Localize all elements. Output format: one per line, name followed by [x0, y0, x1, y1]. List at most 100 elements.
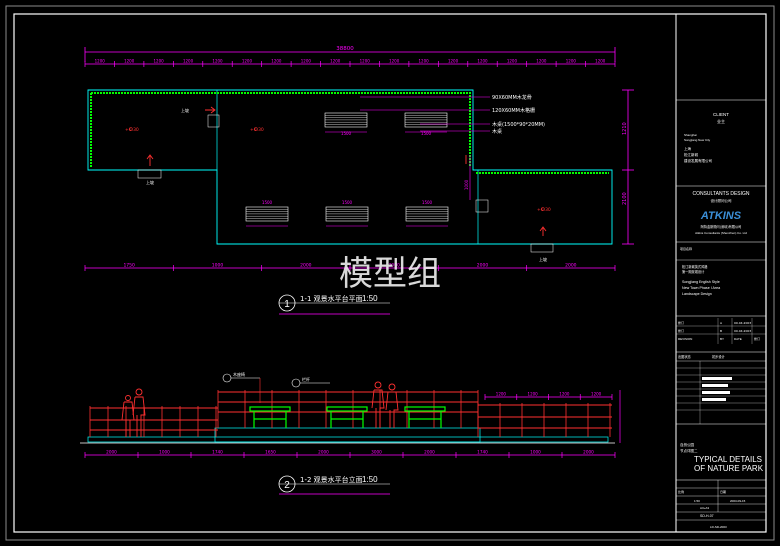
- elevation-railings: [90, 391, 612, 431]
- elev-callout-1: 木座椅: [233, 371, 245, 377]
- plan-table: 1500: [324, 112, 368, 136]
- plan-bottom-dims: 1750 1000 2000 3000 2000 2000: [84, 263, 616, 271]
- plan-railing-north: [90, 92, 471, 167]
- dim-label: 1750: [123, 263, 135, 269]
- plan-tables: 1500 1500 1500 1500 1500: [245, 112, 449, 227]
- dim-label: 2000: [318, 450, 329, 455]
- client-city: Shanghai: [684, 133, 697, 137]
- inner-border: [13, 13, 767, 533]
- dim-label: 1200: [271, 59, 282, 64]
- elev-callout-2: 栏杆: [302, 376, 310, 382]
- drawing-title-cn1: 自然公园: [680, 442, 694, 447]
- slope-arrow-1-icon: [146, 154, 154, 166]
- plan-callout-4: 木桌: [492, 128, 502, 135]
- plan-overall-dim: 38800: [336, 46, 354, 52]
- dim-label: 1200: [301, 59, 312, 64]
- project-en3: Landscape Design: [682, 292, 712, 296]
- rev-header: REVISION: [678, 337, 692, 341]
- dim-label: 2000: [300, 263, 312, 269]
- dim-label: 3000: [371, 450, 382, 455]
- bench-dim: 1500: [342, 200, 353, 205]
- plan-slope-arrows: 上坡 上坡 上坡: [137, 106, 554, 262]
- rev-header: DATE: [734, 337, 742, 341]
- dim-label: 2000: [583, 450, 594, 455]
- dim-label: 1000: [530, 450, 541, 455]
- plan-title-text: 1-1 观景水平台平面: [300, 294, 363, 303]
- plan-table: 1500: [404, 112, 448, 136]
- dim-label: 1200: [559, 392, 570, 397]
- elevation-title-text: 1-2 观景水平台立面: [300, 475, 363, 484]
- scale-value: 1:50: [694, 499, 700, 503]
- plan-title-scale: 1:50: [362, 294, 378, 303]
- dim-label: 1200: [389, 59, 400, 64]
- plan-callout-3: 木桌(1500*90*20MM): [492, 121, 545, 128]
- dim-label: 1200: [242, 59, 253, 64]
- client-cn2: 上海: [684, 146, 692, 151]
- plan-right-dim-3: 2100: [622, 192, 628, 205]
- client-cn: 业主: [717, 118, 725, 124]
- bench-dim: 1500: [422, 200, 433, 205]
- plan-callout-1: 90X60MM木龙骨: [492, 94, 532, 101]
- dim-label: 1650: [265, 450, 276, 455]
- elevation-bench: [404, 406, 446, 428]
- plan-table: 1500: [325, 200, 369, 227]
- rev-cell: 修订: [678, 320, 684, 325]
- dim-label: 3000: [388, 263, 400, 269]
- slope-label-2: 上坡: [181, 107, 189, 113]
- plan-right-dim-1: 1210: [622, 122, 628, 135]
- atkins-logo: ATKINS: [700, 210, 742, 222]
- rev-cell: A: [720, 321, 723, 325]
- bench-dim: 1500: [341, 131, 352, 136]
- plan-levels: +0.30 +0.30 +0.30: [125, 127, 551, 213]
- project-cn1: 松江新城英式风格: [682, 264, 708, 269]
- elevation-benches: [249, 406, 446, 428]
- client-cn3: 松江新城: [684, 152, 698, 157]
- dim-label: 1200: [496, 392, 507, 397]
- dim-label: 1200: [591, 392, 602, 397]
- human-figures: [121, 381, 399, 437]
- dim-label: 1200: [448, 59, 459, 64]
- dim-label: 1740: [477, 450, 488, 455]
- platform-outline: [87, 89, 613, 245]
- dim-label: 1200: [477, 59, 488, 64]
- client-name: Songjiang New City: [684, 138, 711, 142]
- dim-label: 1200: [212, 59, 223, 64]
- slope-label-3: 上坡: [539, 256, 547, 262]
- sheet-size: A3+A3: [700, 506, 709, 510]
- watermark-text: 模型组: [339, 254, 441, 294]
- dim-label: 2000: [565, 263, 577, 269]
- bench-dim: 1500: [262, 200, 273, 205]
- dim-label: 1200: [95, 59, 106, 64]
- consultant-en: Atkins Consultants (Shenzhen) Co. Ltd: [695, 231, 747, 235]
- outer-border: [5, 5, 775, 541]
- person-2-icon: [121, 395, 135, 437]
- bench-dim: 1500: [421, 131, 432, 136]
- dim-label: 1000: [212, 263, 224, 269]
- slope-arrow-2-icon: [205, 106, 216, 114]
- title-block: CLIENT 业主 Shanghai Songjiang New City 上海…: [676, 99, 766, 529]
- elevation-title: 2 1-2 观景水平台立面 1:50: [278, 475, 390, 495]
- plan-view: 38800 1200 1200 1200 1200 1200 1200 1200 1200 12…: [84, 46, 634, 271]
- drawing-title-en2: OF NATURE PARK: [694, 464, 764, 473]
- project-label: 项目名称: [680, 246, 692, 251]
- rev-cell: B: [720, 329, 722, 333]
- dim-label: 1200: [330, 59, 341, 64]
- drawing-title-cn2: 节点详图二: [680, 448, 698, 453]
- project-en1: Songjiang English Style: [682, 280, 720, 284]
- elevation-callouts: 木座椅 栏杆: [222, 371, 330, 403]
- dim-label: 2000: [477, 263, 489, 269]
- date-value: 2003-09-15: [730, 499, 746, 503]
- drawing-title-en1: TYPICAL DETAILS: [694, 455, 762, 464]
- client-label: CLIENT: [713, 112, 729, 117]
- slope-label-1: 上坡: [146, 179, 154, 185]
- project-en2: New Town Phase I Area: [682, 286, 720, 290]
- dim-label: 1200: [360, 59, 371, 64]
- plan-title: 1 1-1 观景水平台平面 1:50: [278, 294, 390, 315]
- elevation-title-number: 2: [284, 480, 290, 491]
- dim-label: 1200: [507, 59, 518, 64]
- elevation-title-scale: 1:50: [362, 475, 378, 484]
